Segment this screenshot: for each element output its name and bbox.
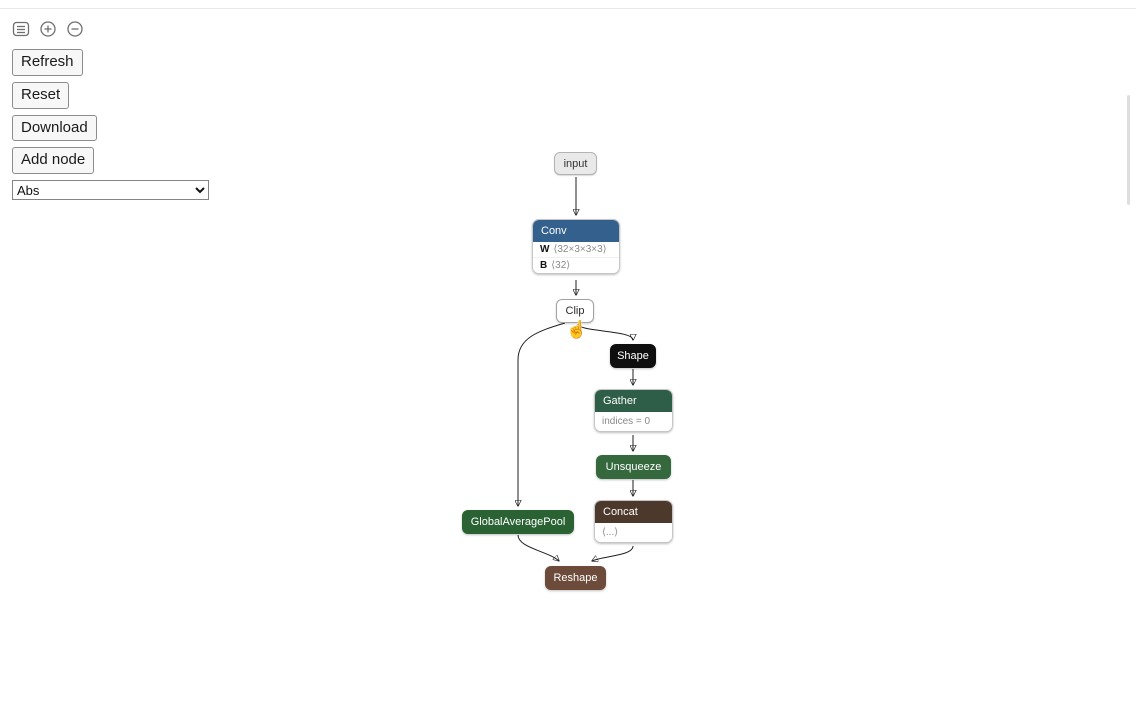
param-name: B: [540, 260, 548, 271]
add-node-button[interactable]: Add node: [12, 147, 95, 174]
node-header: Conv: [533, 220, 619, 242]
graph-node-conv[interactable]: Conv W ⟨32×3×3×3⟩ B ⟨32⟩: [532, 219, 620, 274]
node-attribute: indices = 0: [595, 412, 672, 431]
toolbar: Refresh Reset Download Add node Abs: [12, 20, 209, 200]
edge-globalaveragepool-reshape: [517, 534, 559, 561]
node-header: Concat: [595, 501, 672, 523]
graph-node-unsqueeze[interactable]: Unsqueeze: [596, 455, 671, 479]
graph-node-clip[interactable]: Clip: [556, 299, 594, 323]
node-label: Concat: [603, 506, 638, 518]
param-name: W: [540, 244, 550, 255]
graph-node-concat[interactable]: Concat ⟨...⟩: [594, 500, 673, 543]
edge-clip-globalaveragepool: [518, 322, 566, 506]
param-value: ⟨32⟩: [551, 260, 571, 271]
node-param-row: B ⟨32⟩: [533, 257, 619, 273]
edge-concat-reshape: [592, 545, 634, 561]
graph-node-gather[interactable]: Gather indices = 0: [594, 389, 673, 432]
node-label: Unsqueeze: [605, 461, 662, 473]
node-label: Clip: [565, 305, 585, 317]
menu-icon[interactable]: [12, 20, 30, 38]
zoom-in-icon[interactable]: [39, 20, 57, 38]
node-param-row: W ⟨32×3×3×3⟩: [533, 242, 619, 257]
param-value: ⟨32×3×3×3⟩: [553, 244, 607, 255]
graph-node-globalaveragepool[interactable]: GlobalAveragePool: [462, 510, 574, 534]
refresh-button[interactable]: Refresh: [12, 49, 83, 76]
graph-node-shape[interactable]: Shape: [610, 344, 656, 368]
download-button[interactable]: Download: [12, 114, 97, 142]
zoom-out-icon[interactable]: [66, 20, 84, 38]
graph-node-input[interactable]: input: [554, 152, 597, 175]
top-divider: [0, 8, 1136, 9]
node-attribute: ⟨...⟩: [595, 523, 672, 542]
graph-node-reshape[interactable]: Reshape: [545, 566, 606, 590]
node-label: Gather: [603, 395, 637, 407]
node-label: Shape: [617, 350, 649, 362]
mouse-cursor-icon: ☝: [566, 320, 588, 339]
node-label: GlobalAveragePool: [470, 516, 566, 528]
reset-button[interactable]: Reset: [12, 81, 70, 109]
node-label: Reshape: [553, 572, 598, 584]
node-label: input: [563, 157, 588, 170]
node-header: Gather: [595, 390, 672, 412]
node-label: Conv: [541, 225, 567, 237]
edge-clip-shape: [577, 323, 633, 340]
node-type-select[interactable]: Abs: [12, 180, 209, 200]
toolbar-icon-row: [12, 20, 84, 38]
scrollbar[interactable]: [1127, 95, 1130, 205]
